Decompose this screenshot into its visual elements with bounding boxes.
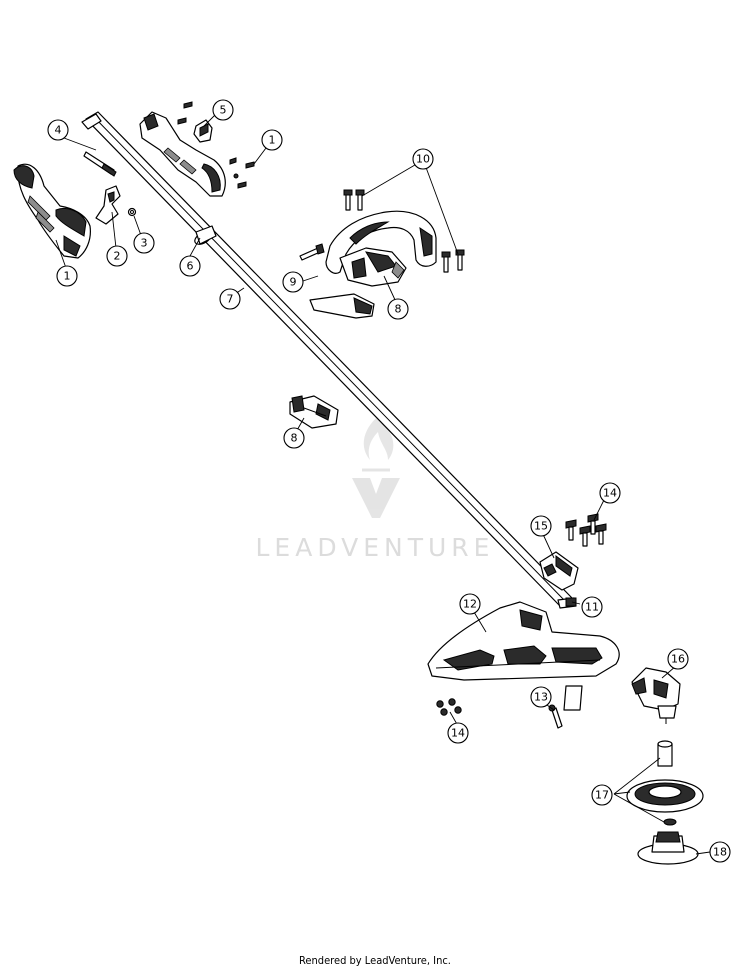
callout-4: 4 xyxy=(47,119,69,141)
svg-text:14: 14 xyxy=(603,487,617,500)
callout-14-upper: 14 xyxy=(599,482,621,504)
svg-text:3: 3 xyxy=(141,237,148,250)
callout-17: 17 xyxy=(591,784,613,806)
callout-8-handle: 8 xyxy=(387,298,409,320)
svg-text:5: 5 xyxy=(220,104,227,117)
svg-text:8: 8 xyxy=(291,432,298,445)
bump-knob xyxy=(637,831,699,865)
callout-15: 15 xyxy=(530,515,552,537)
callout-1-top: 1 xyxy=(261,129,283,151)
handle-grip xyxy=(13,163,91,259)
clamp-block xyxy=(289,395,339,429)
svg-text:1: 1 xyxy=(269,134,276,147)
callout-3: 3 xyxy=(133,232,155,254)
svg-text:9: 9 xyxy=(290,276,297,289)
callout-13: 13 xyxy=(530,686,552,708)
spring xyxy=(127,207,137,217)
housing-screws xyxy=(177,101,255,189)
guard-nuts xyxy=(436,698,462,716)
svg-text:18: 18 xyxy=(713,846,727,859)
switch-block xyxy=(193,119,213,143)
svg-text:17: 17 xyxy=(595,789,609,802)
handle-bolt xyxy=(299,243,325,261)
switch-rod xyxy=(83,151,117,177)
callout-5: 5 xyxy=(212,99,234,121)
callout-10: 10 xyxy=(412,148,434,170)
svg-text:2: 2 xyxy=(114,250,121,263)
footer-credit: Rendered by LeadVenture, Inc. xyxy=(299,954,451,967)
assist-handle xyxy=(325,210,437,287)
shaft xyxy=(81,111,573,607)
svg-text:6: 6 xyxy=(187,260,194,273)
handle-clamp-bar xyxy=(309,293,375,319)
callout-12: 12 xyxy=(459,593,481,615)
callout-14-lower: 14 xyxy=(447,722,469,744)
svg-text:7: 7 xyxy=(227,293,234,306)
svg-text:8: 8 xyxy=(395,303,402,316)
callout-1-bottom: 1 xyxy=(56,265,78,287)
svg-text:15: 15 xyxy=(534,520,548,533)
callout-8-clamp: 8 xyxy=(283,427,305,449)
handle-housing xyxy=(139,111,226,197)
shaft-end xyxy=(557,597,577,609)
svg-text:13: 13 xyxy=(534,691,548,704)
callout-11: 11 xyxy=(581,596,603,618)
watermark-text: LEADVENTURE xyxy=(256,533,495,562)
watermark-logo xyxy=(352,418,400,518)
svg-text:12: 12 xyxy=(463,598,477,611)
line-cutter-blade xyxy=(548,685,583,729)
svg-text:11: 11 xyxy=(585,601,599,614)
svg-text:16: 16 xyxy=(671,653,685,666)
svg-text:4: 4 xyxy=(55,124,62,137)
callout-9: 9 xyxy=(282,271,304,293)
trigger xyxy=(95,185,121,225)
callout-6: 6 xyxy=(179,255,201,277)
debris-guard xyxy=(427,601,620,681)
bracket-screws xyxy=(565,513,607,547)
callout-16: 16 xyxy=(667,648,689,670)
trimmer-spool xyxy=(626,740,704,826)
callout-7: 7 xyxy=(219,288,241,310)
svg-text:10: 10 xyxy=(416,153,430,166)
callout-18: 18 xyxy=(709,841,731,863)
guard-bracket xyxy=(539,551,579,591)
gear-head xyxy=(631,667,681,724)
callout-2: 2 xyxy=(106,245,128,267)
svg-text:14: 14 xyxy=(451,727,465,740)
svg-text:1: 1 xyxy=(64,270,71,283)
